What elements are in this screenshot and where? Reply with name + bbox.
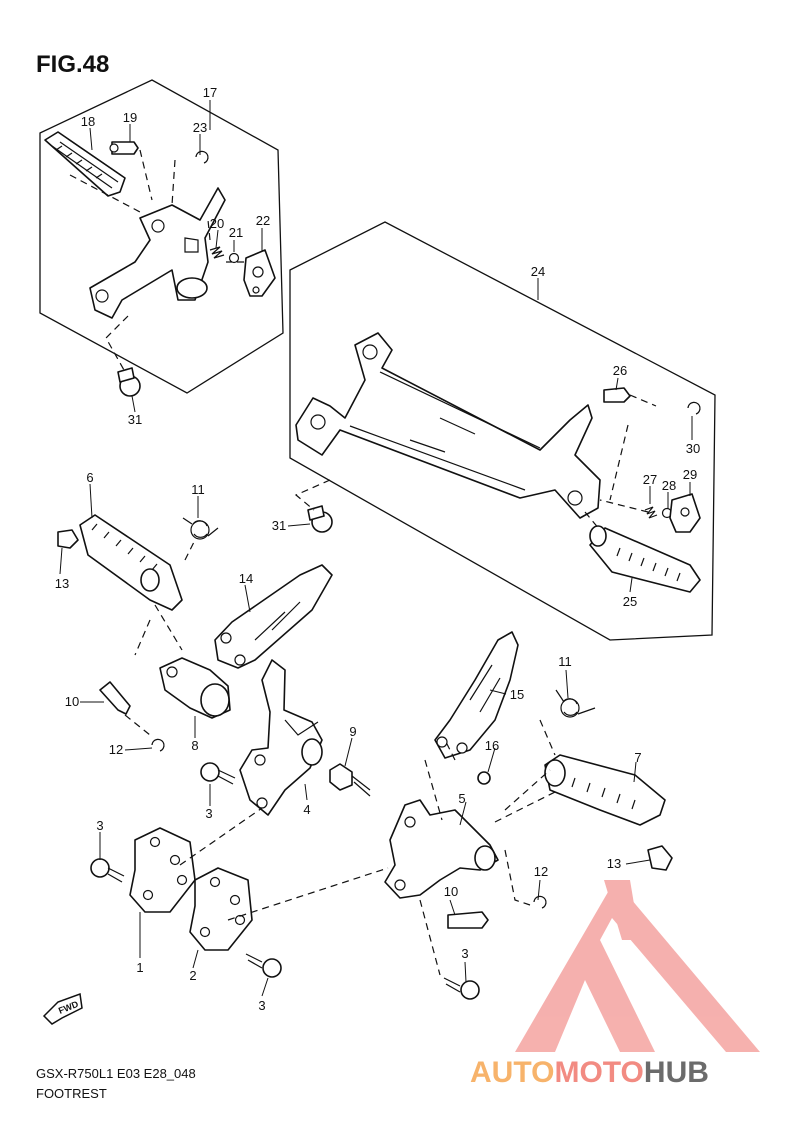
footpeg-right (544, 754, 666, 826)
bolt-16 (477, 771, 491, 785)
bolt-3-left (90, 858, 125, 883)
heel-plate-right-holes (436, 664, 501, 754)
callout-16: 16 (485, 738, 499, 753)
callout-24: 24 (531, 264, 545, 279)
footrest-bracket-right-detail (394, 816, 496, 891)
callout-3-left: 3 (96, 818, 103, 833)
callout-23: 23 (193, 120, 207, 135)
heel-plate-left (214, 564, 333, 669)
plate-1-holes (142, 836, 188, 901)
plate-2-holes (199, 876, 246, 938)
callout-7: 7 (634, 750, 641, 765)
model-code: GSX-R750L1 E03 E28_048 (36, 1066, 196, 1081)
callout-6: 6 (86, 470, 93, 485)
section-name: FOOTREST (36, 1086, 107, 1101)
leader-lines (59, 100, 693, 997)
clip-12-right (533, 895, 547, 909)
callout-19: 19 (123, 110, 137, 125)
watermark-brand-moto: MOTO (554, 1056, 643, 1089)
callout-12-left: 12 (109, 742, 123, 757)
callout-8: 8 (191, 738, 198, 753)
assembly-lines-lower (179, 719, 556, 976)
callout-20: 20 (210, 216, 224, 231)
footrest-bracket-left (239, 659, 323, 816)
callout-3-upper: 3 (205, 806, 212, 821)
callout-11-right: 11 (558, 654, 572, 669)
callout-22: 22 (256, 213, 270, 228)
front-footrest-left (57, 514, 231, 752)
pin-10-right (447, 911, 489, 929)
callout-27: 27 (643, 472, 657, 487)
callout-17: 17 (203, 85, 217, 100)
figure-title: FIG.48 (36, 51, 109, 78)
callout-26: 26 (613, 363, 627, 378)
callout-2: 2 (189, 968, 196, 983)
callout-13-left: 13 (55, 576, 69, 591)
callout-12-right: 12 (534, 864, 548, 879)
footrest-plate-2 (189, 867, 253, 951)
callout-1: 1 (136, 960, 143, 975)
watermark-logo (515, 880, 760, 1052)
watermark-brand-auto: AUTO (470, 1056, 554, 1089)
spring-11-right (555, 689, 596, 718)
callout-13-right: 13 (607, 856, 621, 871)
callout-31-lower: 31 (272, 518, 286, 533)
callout-10-left: 10 (65, 694, 79, 709)
callout-29: 29 (683, 467, 697, 482)
callout-5: 5 (458, 791, 465, 806)
fwd-arrow: FWD (42, 992, 83, 1025)
footrest-bracket-left-detail (254, 719, 323, 809)
bolt-9 (329, 763, 371, 797)
footpeg-right-detail (544, 759, 636, 810)
footrest-plate-1 (129, 827, 196, 913)
callout-21: 21 (229, 225, 243, 240)
callout-30: 30 (686, 441, 700, 456)
heel-plate-left-holes (220, 601, 301, 666)
bolt-13-right (647, 845, 673, 871)
callout-9: 9 (349, 724, 356, 739)
assembly-box-24 (289, 221, 716, 641)
rear-footrest-bracket-assy-right (294, 332, 701, 593)
callout-11-left: 11 (191, 482, 205, 497)
bolt-3-lower (245, 953, 282, 978)
heel-plate-right (434, 631, 519, 759)
callout-25: 25 (623, 594, 637, 609)
assembly-box-17 (39, 79, 284, 394)
bolt-3-upper (200, 762, 236, 785)
callout-18: 18 (81, 114, 95, 129)
bolt-3-right (443, 977, 480, 1000)
callout-3-lower: 3 (258, 998, 265, 1013)
callout-10-right: 10 (444, 884, 458, 899)
callout-15: 15 (510, 687, 524, 702)
rear-footrest-bracket-assy-left (44, 131, 276, 397)
callout-31-upper: 31 (128, 412, 142, 427)
callout-28: 28 (662, 478, 676, 493)
callout-14: 14 (239, 571, 253, 586)
callout-4: 4 (303, 802, 310, 817)
watermark-brand-hub: HUB (644, 1056, 709, 1089)
watermark-brand: AUTOMOTOHUB (470, 1056, 709, 1089)
callout-3-right: 3 (461, 946, 468, 961)
